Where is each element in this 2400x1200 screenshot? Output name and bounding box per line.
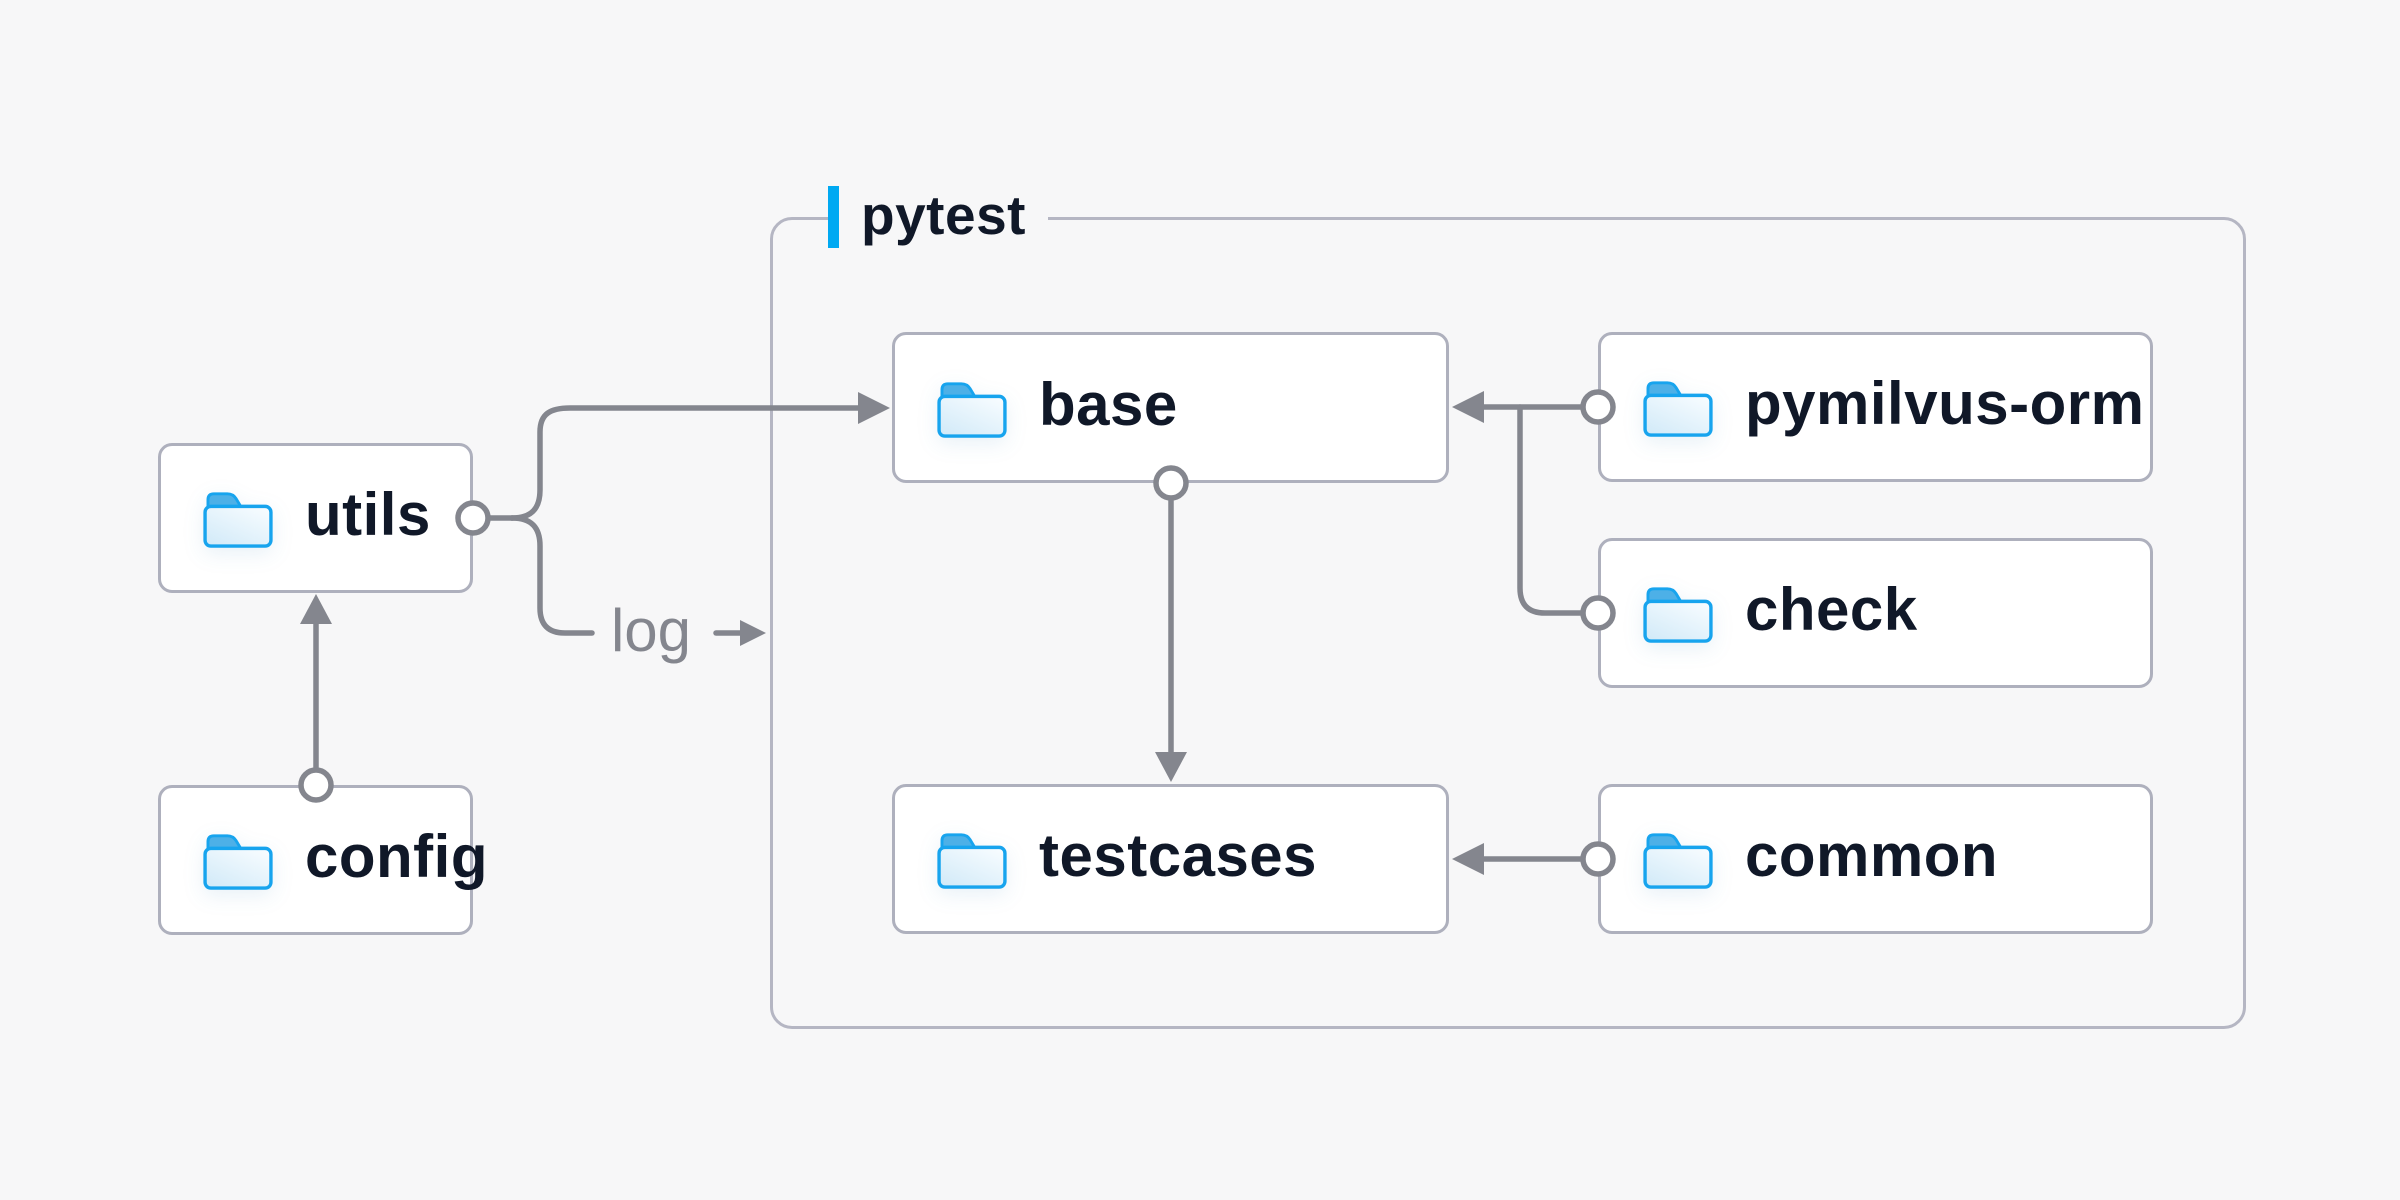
node-label: common xyxy=(1745,822,1999,889)
accent-bar xyxy=(828,186,839,248)
folder-icon xyxy=(203,834,273,890)
folder-icon xyxy=(1643,587,1713,643)
group-title: pytest xyxy=(861,183,1026,246)
node-label: testcases xyxy=(1039,822,1318,889)
arrowhead-up xyxy=(300,594,332,624)
pytest-group-label: pytest xyxy=(828,186,1048,248)
node-label: check xyxy=(1745,576,1918,643)
node-utils: utils xyxy=(158,443,473,593)
folder-icon xyxy=(1643,833,1713,889)
node-label: config xyxy=(305,823,488,890)
folder-icon xyxy=(1643,381,1713,437)
node-testcases: testcases xyxy=(892,784,1449,934)
node-common: common xyxy=(1598,784,2153,934)
edge-label-log: log xyxy=(610,597,692,664)
folder-icon xyxy=(203,492,273,548)
node-label: base xyxy=(1039,370,1178,438)
edge-line xyxy=(509,515,595,636)
folder-icon xyxy=(937,833,1007,889)
node-label: utils xyxy=(305,481,431,548)
node-label: pymilvus-orm xyxy=(1745,370,2145,437)
node-config: config xyxy=(158,785,487,935)
node-pymilvus-orm: pymilvus-orm xyxy=(1598,332,2153,482)
arrowhead-right-small xyxy=(740,620,766,646)
node-check: check xyxy=(1598,538,2153,688)
folder-icon xyxy=(937,381,1007,438)
edge-config-utils xyxy=(298,594,334,803)
node-base: base xyxy=(892,332,1449,483)
pytest-group-container xyxy=(770,217,2246,1029)
